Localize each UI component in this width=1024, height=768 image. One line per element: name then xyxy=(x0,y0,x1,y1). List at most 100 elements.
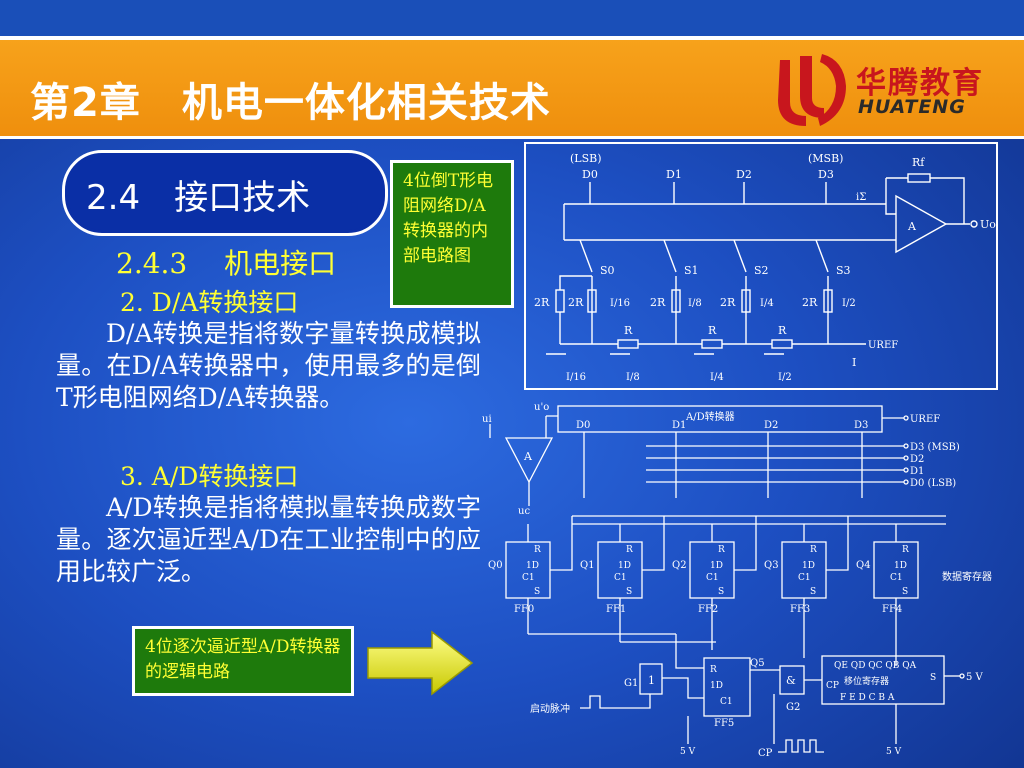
ad-uref-label: UREF xyxy=(910,414,940,425)
ad-caption: 4位逐次逼近型A/D转换器的逻辑电路 xyxy=(145,637,341,682)
ad-ff0-q: Q0 xyxy=(488,560,503,571)
ad-ff4-pin-c1: C1 xyxy=(890,573,903,583)
ad-ff1-pin-c1: C1 xyxy=(614,573,627,583)
ad-ff3: R 1D C1 S Q3 FF3 xyxy=(764,541,827,615)
ad-ff0-pin-r: R xyxy=(534,545,541,555)
ad-shift-inputs: F E D C B A xyxy=(840,693,895,703)
da-resistor-2r-term: 2R xyxy=(534,296,550,309)
ad-gate-g1-label: G1 xyxy=(624,678,638,689)
da-branch-current-0: I/16 xyxy=(610,298,630,309)
da-switch-s3: S3 xyxy=(836,264,851,277)
da-current-i: I xyxy=(852,356,856,369)
ad-ff3-pin-c1: C1 xyxy=(798,573,811,583)
ad-ff0-pin-s: S xyxy=(534,587,540,597)
ad-vcc-left: 5 V xyxy=(680,747,696,757)
ad-ff2: R 1D C1 S Q2 FF2 xyxy=(672,541,735,615)
top-divider xyxy=(0,36,1024,40)
ad-heading: 3. A/D转换接口 xyxy=(120,462,299,491)
ad-amp-label: A xyxy=(523,450,533,463)
ad-input-d3: D3 xyxy=(854,420,868,431)
ad-ff2-pin-c1: C1 xyxy=(706,573,719,583)
da-bottom-current-0: I/16 xyxy=(566,372,586,383)
section-title: 2.4 接口技术 xyxy=(86,178,311,218)
da-lsb-label: (LSB) xyxy=(570,152,602,165)
ad-ff4-pin-s: S xyxy=(902,587,908,597)
ad-output-d2: D2 xyxy=(910,454,924,465)
ad-converter-label: A/D转换器 xyxy=(685,410,735,423)
ad-ff3-q: Q3 xyxy=(764,560,779,571)
ad-ff4-pin-1d: 1D xyxy=(894,561,907,571)
ad-ff1-pin-1d: 1D xyxy=(618,561,631,571)
ad-ff0-label: FF0 xyxy=(514,604,534,615)
ad-ff4-label: FF4 xyxy=(882,604,902,615)
ad-ff0: R 1D C1 S Q0 FF0 xyxy=(488,541,551,615)
ad-ff1-q: Q1 xyxy=(580,560,595,571)
ad-input-d0: D0 xyxy=(576,420,590,431)
da-bottom-current-1: I/8 xyxy=(626,372,640,383)
header-band xyxy=(0,40,1024,139)
ad-shift-outputs: QE QD QC QB QA xyxy=(834,661,917,671)
ad-circuit-diagram: ui u'o A/D转换器 D0 D1 D2 D3 UREF A uc D3 (… xyxy=(482,402,992,759)
ad-output-d0: D0 (LSB) xyxy=(910,478,956,489)
da-circuit-diagram: (LSB) (MSB) D0 D1 D2 D3 S0 S1 S2 S3 2R 2… xyxy=(524,142,998,390)
da-rf-label: Rf xyxy=(912,156,925,169)
da-resistor-r-2: R xyxy=(778,324,787,337)
da-switch-s1: S1 xyxy=(684,264,699,277)
ad-ff2-pin-s: S xyxy=(718,587,724,597)
ad-ff1-pin-s: S xyxy=(626,587,632,597)
da-switch-s0: S0 xyxy=(600,264,615,277)
ad-gate-g2-label: G2 xyxy=(786,702,800,713)
ad-shift-s: S xyxy=(930,673,936,683)
ad-start-pulse-label: 启动脉冲 xyxy=(530,702,570,715)
da-uref-label: UREF xyxy=(868,340,898,351)
da-switch-s2: S2 xyxy=(754,264,769,277)
ad-ff5-pin-1d: 1D xyxy=(710,681,723,691)
ad-shift-cp: CP xyxy=(826,681,839,691)
ad-gate-g2: & G2 xyxy=(779,665,805,713)
da-paragraph: D/A转换是指将数字量转换成模拟量。在D/A转换器中，使用最多的是倒T形电阻网络… xyxy=(56,319,481,412)
da-resistor-r-1: R xyxy=(708,324,717,337)
ad-ff5-q: Q5 xyxy=(750,658,765,669)
da-resistor-2r-0: 2R xyxy=(568,296,584,309)
da-bit-d0: D0 xyxy=(582,168,598,181)
chapter-title: 第2章 机电一体化相关技术 xyxy=(30,80,551,126)
ad-ui-label: ui xyxy=(482,414,492,425)
da-resistor-2r-3: 2R xyxy=(802,296,818,309)
ad-data-register-label: 数据寄存器 xyxy=(942,570,992,583)
ad-caption-box: 4位逐次逼近型A/D转换器的逻辑电路 xyxy=(132,626,354,696)
ad-ff2-label: FF2 xyxy=(698,604,718,615)
ad-input-d2: D2 xyxy=(764,420,778,431)
ad-ff3-pin-s: S xyxy=(810,587,816,597)
da-resistor-2r-2: 2R xyxy=(720,296,736,309)
ad-ff1-pin-r: R xyxy=(626,545,633,555)
ad-ff3-pin-1d: 1D xyxy=(802,561,815,571)
ad-ff4-q: Q4 xyxy=(856,560,871,571)
ad-ff1-label: FF1 xyxy=(606,604,626,615)
right-arrow-icon xyxy=(367,630,474,696)
da-bit-d2: D2 xyxy=(736,168,752,181)
ad-ff0-pin-c1: C1 xyxy=(522,573,535,583)
ad-gate-g1: 1 G1 xyxy=(624,663,663,695)
ad-ff2-pin-r: R xyxy=(718,545,725,555)
da-amp-label: A xyxy=(907,220,917,233)
da-branch-current-1: I/8 xyxy=(688,298,702,309)
ad-gate-g2-symbol: & xyxy=(786,674,796,687)
logo: 华腾教育 HUATENG xyxy=(772,52,1012,128)
ad-paragraph: A/D转换是指将模拟量转换成数字量。逐次逼近型A/D在工业控制中的应用比较广泛。 xyxy=(56,493,481,586)
da-bit-d3: D3 xyxy=(818,168,834,181)
da-heading: 2. D/A转换接口 xyxy=(120,288,299,317)
ad-ff0-pin-1d: 1D xyxy=(526,561,539,571)
ad-ff3-label: FF3 xyxy=(790,604,810,615)
logo-text-en: HUATENG xyxy=(858,96,966,118)
ad-vcc-bottom: 5 V xyxy=(886,747,902,757)
ad-ff5-label: FF5 xyxy=(714,718,734,729)
ad-ff5-pin-c1: C1 xyxy=(720,697,733,707)
ad-ff5-pin-r: R xyxy=(710,665,717,675)
section-pill xyxy=(62,150,388,236)
ad-uc-label: uc xyxy=(518,506,530,517)
logo-text-cn: 华腾教育 xyxy=(856,66,984,101)
ad-ff4: R 1D C1 S Q4 FF4 xyxy=(856,541,919,615)
top-bar xyxy=(0,0,1024,38)
huateng-logo-icon xyxy=(778,54,846,126)
ad-ff3-pin-r: R xyxy=(810,545,817,555)
